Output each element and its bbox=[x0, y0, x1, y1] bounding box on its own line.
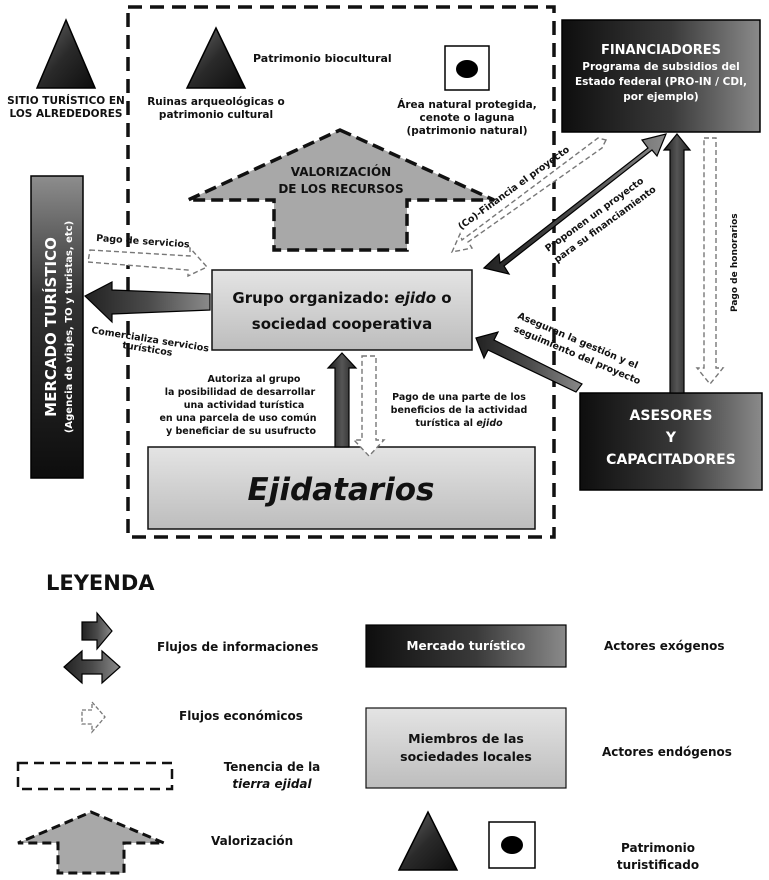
proponen-label-2: para su financiamiento bbox=[552, 184, 658, 266]
legend-valorization-label: Valorización bbox=[211, 834, 293, 848]
pago-parte-label-1: Pago de una parte de los bbox=[392, 392, 526, 403]
legend-market-label: Mercado turístico bbox=[407, 639, 526, 653]
funders-line-1: Programa de subsidios del bbox=[582, 61, 739, 73]
legend-endogenous-label: Actores endógenos bbox=[602, 745, 732, 759]
legend-heritage-dot-icon bbox=[501, 836, 523, 854]
ruins-label-1: Ruinas arqueológicas o bbox=[147, 96, 285, 108]
legend-info-double-arrow-icon bbox=[63, 649, 121, 685]
legend-info-flows-label: Flujos de informaciones bbox=[157, 640, 318, 654]
organized-group-box bbox=[211, 269, 473, 351]
legend-info-arrow-icon bbox=[81, 611, 113, 651]
site-nearby-label-1: SITIO TURÍSTICO EN bbox=[7, 94, 125, 107]
pago-parte-label-2: beneficios de la actividad bbox=[391, 405, 528, 416]
legend-local-label-1: Miembros de las bbox=[408, 731, 524, 746]
market-box bbox=[30, 175, 84, 479]
valorization-arrow bbox=[187, 128, 495, 252]
legend-tenure-frame-icon bbox=[16, 761, 174, 791]
honorarios-label: Pago de honorarios bbox=[730, 213, 740, 312]
ruins-triangle-icon bbox=[185, 26, 247, 89]
legend-tenure-label-2: tierra ejidal bbox=[232, 777, 312, 791]
autoriza-label-5: y beneficiar de su usufructo bbox=[166, 426, 316, 437]
biocultural-heritage-label: Patrimonio biocultural bbox=[253, 52, 392, 65]
valorization-label-1: VALORIZACIÓN bbox=[291, 164, 391, 179]
proponen-label-1: Proponen un proyecto bbox=[543, 175, 646, 254]
info-flow-arrow-advisors-to-group bbox=[475, 331, 583, 393]
ejidatarios-box bbox=[147, 446, 536, 530]
info-flow-arrow-ejidatarios-to-group bbox=[326, 352, 358, 448]
legend-tenure-label-1: Tenencia de la bbox=[224, 760, 321, 774]
natural-area-dot-icon bbox=[456, 60, 478, 78]
ejidatarios-label: Ejidatarios bbox=[248, 472, 435, 508]
funders-title: FINANCIADORES bbox=[601, 43, 721, 58]
legend-heritage-label-2: turistificado bbox=[617, 858, 699, 872]
advisors-line-1: ASESORES bbox=[630, 408, 713, 424]
pago-parte-label-3: turística al ejido bbox=[415, 418, 503, 429]
market-title: MERCADO TURÍSTICO bbox=[41, 237, 60, 417]
autoriza-label-4: en una parcela de uso común bbox=[159, 413, 316, 424]
site-nearby-triangle-icon bbox=[35, 18, 97, 89]
legend-econ-arrow-icon bbox=[81, 700, 106, 734]
legend-econ-flows-label: Flujos económicos bbox=[179, 709, 303, 723]
natural-area-label-1: Área natural protegida, bbox=[397, 98, 537, 111]
info-flow-double-arrow-group-funders bbox=[482, 133, 668, 275]
funders-line-2: Estado federal (PRO-IN / CDI, bbox=[575, 76, 747, 88]
funders-box bbox=[561, 19, 761, 133]
site-nearby-label-2: LOS ALREDEDORES bbox=[10, 108, 123, 120]
legend-local-box bbox=[365, 707, 567, 789]
valorization-label-2: DE LOS RECURSOS bbox=[278, 182, 403, 196]
advisors-line-3: CAPACITADORES bbox=[606, 452, 736, 468]
natural-area-label-3: (patrimonio natural) bbox=[406, 125, 527, 137]
funders-line-3: por ejemplo) bbox=[623, 91, 698, 103]
pago-servicios-label: Pago de servicios bbox=[96, 233, 190, 251]
legend-local-label-2: sociedades locales bbox=[400, 749, 532, 764]
autoriza-label-2: la posibilidad de desarrollar bbox=[165, 387, 316, 398]
econ-flow-arrow-pago-servicios bbox=[87, 246, 209, 278]
econ-flow-arrow-cofinancia bbox=[450, 137, 608, 253]
legend-heritage-label-1: Patrimonio bbox=[621, 841, 695, 855]
legend-exogenous-label: Actores exógenos bbox=[604, 639, 725, 653]
autoriza-label-3: una actividad turística bbox=[184, 400, 305, 411]
info-flow-arrow-advisors-to-funders bbox=[662, 133, 692, 394]
ejidal-land-tenure-frame bbox=[126, 5, 556, 539]
legend-title: LEYENDA bbox=[46, 571, 155, 595]
natural-area-label-2: cenote o laguna bbox=[420, 112, 515, 124]
econ-flow-arrow-pago-parte bbox=[352, 355, 386, 458]
legend-valorization-icon bbox=[17, 810, 165, 875]
group-label-1: Grupo organizado: ejido o bbox=[232, 289, 451, 307]
legend-market-box bbox=[365, 624, 567, 668]
econ-flow-arrow-honorarios bbox=[695, 137, 725, 386]
legend-heritage-triangle-icon bbox=[397, 810, 459, 871]
advisors-line-2: Y bbox=[665, 430, 677, 446]
market-subtitle: (Agencia de viajes, TO y turistas, etc) bbox=[64, 221, 75, 433]
info-flow-arrow-to-market bbox=[83, 281, 211, 324]
ruins-label-2: patrimonio cultural bbox=[159, 109, 273, 121]
group-label-2: sociedad cooperativa bbox=[252, 315, 432, 333]
autoriza-label-1: Autoriza al grupo bbox=[208, 374, 301, 385]
